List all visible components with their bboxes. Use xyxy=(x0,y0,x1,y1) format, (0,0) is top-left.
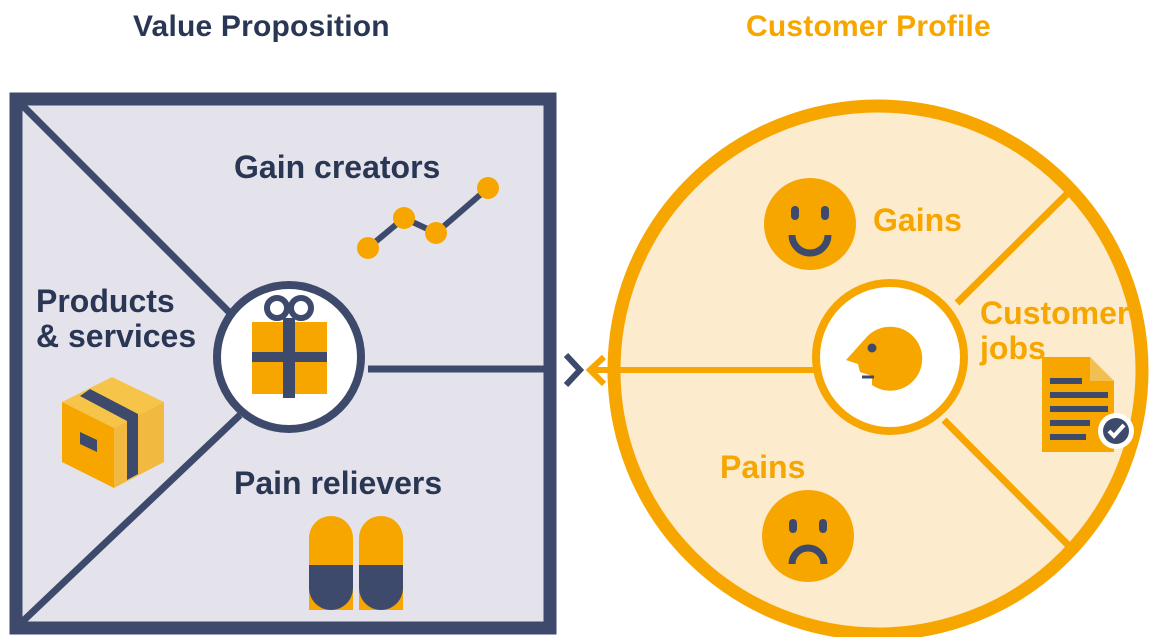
divider-bottom-left xyxy=(19,412,243,625)
gains-label: Gains xyxy=(873,202,962,238)
gain-creators-label: Gain creators xyxy=(234,149,441,185)
pain-relievers-label: Pain relievers xyxy=(234,465,443,501)
gift-icon xyxy=(252,295,327,398)
divider-top-left xyxy=(19,102,235,318)
products-services-label: Products & services xyxy=(36,284,196,353)
line-chart-icon xyxy=(357,177,499,259)
face-profile-icon xyxy=(846,326,923,391)
sad-face-icon xyxy=(762,490,854,582)
pains-label: Pains xyxy=(720,449,806,485)
box-icon xyxy=(62,377,164,488)
customer-profile-heading: Customer Profile xyxy=(746,10,991,43)
document-check-icon xyxy=(1042,357,1134,452)
customer-jobs-line1: Customer xyxy=(980,295,1130,331)
gift-center xyxy=(213,281,365,433)
divider-lower-right xyxy=(941,417,1079,556)
customer-jobs-label: Customer jobs xyxy=(980,296,1129,365)
products-services-line2: & services xyxy=(36,317,197,354)
divider-upper-right xyxy=(954,184,1077,306)
smiley-face-icon xyxy=(764,178,856,270)
value-proposition-heading: Value Proposition xyxy=(133,10,390,43)
customer-jobs-line2: jobs xyxy=(980,329,1046,366)
pills-icon xyxy=(309,516,403,610)
products-services-line1: Products xyxy=(36,283,175,319)
